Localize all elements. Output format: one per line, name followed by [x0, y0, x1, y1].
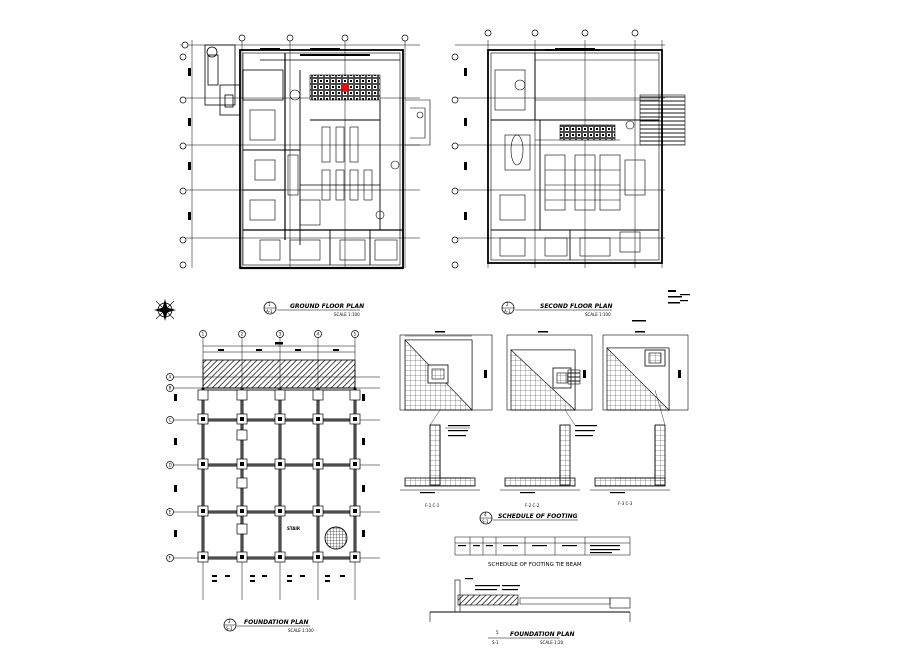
foundation-plan: 1 2 3 4 5 A B C D E F	[166, 330, 380, 633]
second-floor-title-block: 2 A-1 SECOND FLOOR PLAN SCALE 1:100	[501, 301, 613, 317]
schedule-of-footing-title: SCHEDULE OF FOOTING	[498, 513, 578, 520]
ground-floor-furniture	[249, 74, 431, 261]
foundation-grid-bubbles-top: 1 2 3 4 5	[199, 330, 359, 338]
second-floor-stair	[639, 94, 686, 146]
footing-f1-plan	[399, 331, 493, 411]
foundation-detail-sheet: S-1	[492, 640, 499, 645]
foundation-footing-tags	[212, 575, 345, 582]
footing-f3-section	[590, 424, 670, 494]
footing-details: F-1 C-1 F-2 C-2 F-3 C-3 4 S-1 SCHEDULE O…	[399, 331, 689, 525]
ground-floor-grid-bubbles	[179, 34, 409, 269]
foundation-detail-number: 5	[496, 630, 499, 635]
foundation-detail-section	[429, 578, 631, 622]
north-arrow-icon	[154, 299, 176, 321]
footing-f3-label: F-3 C-3	[618, 501, 633, 506]
second-floor-title: SECOND FLOOR PLAN	[540, 303, 613, 310]
grid-label-b: B	[169, 386, 172, 391]
tie-beam-schedule-table	[454, 536, 631, 556]
septic-tank-icon	[324, 526, 348, 550]
ground-floor-title: GROUND FLOOR PLAN	[290, 303, 364, 310]
stair-label: STAIR	[287, 526, 300, 531]
ground-floor-annex	[204, 44, 284, 116]
grid-label-1: 1	[202, 332, 205, 337]
ground-floor-sheet: A-1	[266, 309, 273, 314]
footing-f1-label: F-1 C-1	[425, 503, 440, 508]
second-floor-grid-bubbles	[451, 29, 639, 269]
ground-floor-plan: 1 A-1 GROUND FLOOR PLAN SCALE 1:100	[179, 34, 431, 317]
grid-label-f: F	[169, 556, 172, 561]
footing-f2-label: F-2 C-2	[525, 503, 540, 508]
footing-f3-plan	[602, 331, 689, 411]
foundation-slab-hatch	[202, 359, 356, 389]
ground-floor-walls	[239, 49, 404, 270]
foundation-scale: SCALE 1:100	[288, 628, 314, 633]
foundation-title-block: 3 S-1 FOUNDATION PLAN SCALE 1:100	[223, 618, 314, 633]
grid-label-3: 3	[279, 332, 282, 337]
second-floor-number: 2	[506, 302, 509, 307]
foundation-sheet: S-1	[226, 626, 233, 631]
footing-f2-plan	[506, 331, 593, 411]
schedule-footing-number: 4	[484, 512, 487, 517]
foundation-detail-title-block: 5 FOUNDATION PLAN S-1 SCALE 1:20	[488, 630, 575, 645]
second-floor-scale: SCALE 1:100	[585, 312, 611, 317]
footing-f2-section	[500, 424, 597, 494]
ground-floor-scale: SCALE 1:100	[334, 312, 360, 317]
second-floor-sheet: A-1	[504, 309, 511, 314]
schedule-footing-sheet: S-1	[482, 519, 489, 524]
grid-label-a: A	[169, 375, 172, 380]
footing-f1-section	[400, 424, 480, 494]
grid-label-4: 4	[317, 332, 320, 337]
tie-beam-schedule-title: SCHEDULE OF FOOTING TIE BEAM	[488, 562, 582, 568]
grid-label-d: D	[169, 463, 172, 468]
grid-label-5: 5	[354, 332, 357, 337]
second-floor-grid	[455, 40, 665, 268]
grid-label-c: C	[169, 418, 172, 423]
grid-label-2: 2	[241, 332, 244, 337]
foundation-column-dots	[201, 417, 357, 559]
grid-label-e: E	[169, 510, 172, 515]
second-floor-furniture	[494, 69, 646, 257]
second-floor-plan: 2 A-1 SECOND FLOOR PLAN SCALE 1:100	[451, 29, 690, 322]
legend-notes	[632, 290, 690, 322]
foundation-number: 3	[228, 619, 231, 624]
foundation-dimensions	[174, 342, 365, 537]
ground-floor-title-block: 1 A-1 GROUND FLOOR PLAN SCALE 1:100	[263, 301, 364, 317]
second-floor-dimensions	[464, 48, 595, 220]
footing-leader-lines	[429, 389, 666, 426]
foundation-grid-bubbles-left: A B C D E F	[166, 373, 174, 562]
foundation-detail-title: FOUNDATION PLAN	[510, 631, 575, 638]
ground-floor-number: 1	[268, 302, 271, 307]
ground-floor-dimensions	[188, 48, 340, 220]
ground-floor-red-marker	[341, 84, 349, 92]
schedule-of-footing-title-block: 4 S-1 SCHEDULE OF FOOTING	[479, 511, 578, 525]
foundation-detail-scale: SCALE 1:20	[540, 640, 564, 645]
foundation-title: FOUNDATION PLAN	[244, 619, 309, 626]
